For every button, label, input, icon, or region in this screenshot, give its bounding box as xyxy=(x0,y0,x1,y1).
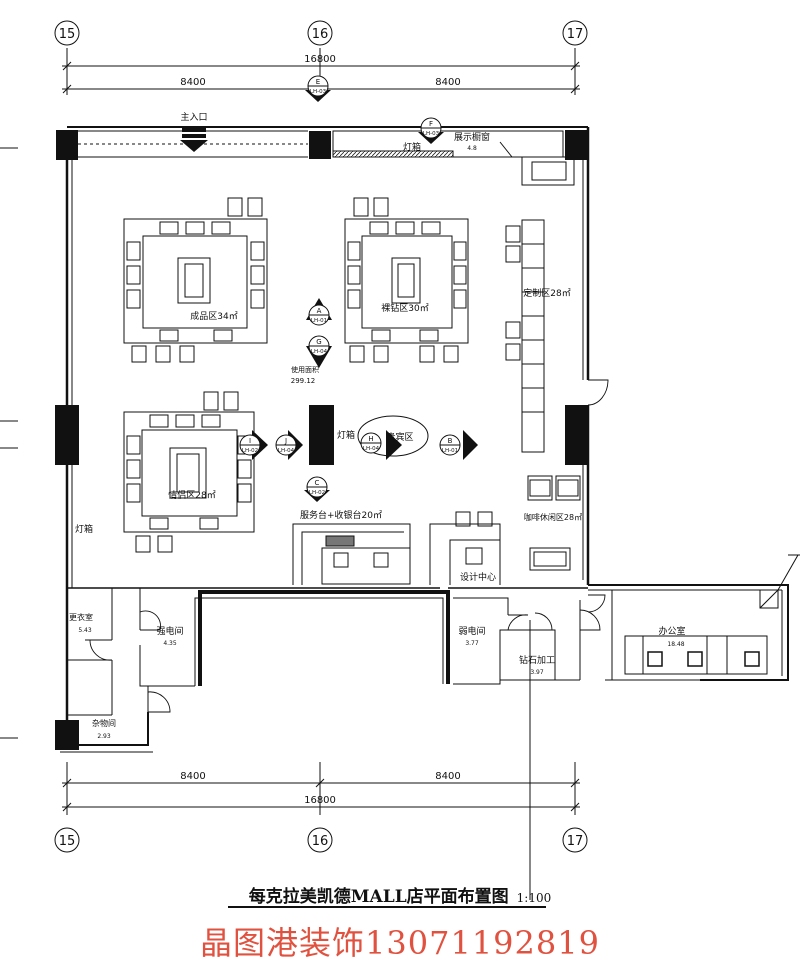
svg-text:LH-02: LH-02 xyxy=(242,448,258,454)
top-bay-dimension-left: 8400 xyxy=(180,77,205,88)
changing-room-area: 5.43 xyxy=(78,627,92,634)
svg-text:LH-01: LH-01 xyxy=(311,318,327,324)
usable-area-value: 299.12 xyxy=(291,377,316,385)
drawing-title-text: 每克拉美凯德MALL店平面布置图 xyxy=(248,887,509,907)
marker-e: E LH-03 xyxy=(305,75,331,102)
diamond-area-counters xyxy=(344,197,469,363)
watermark: 晶图港装饰13071192819 xyxy=(200,924,600,962)
grid-label: 16 xyxy=(312,27,329,42)
grid-label: 17 xyxy=(567,27,584,42)
grid-bubble-bottom-15: 15 xyxy=(54,827,80,853)
office-furniture xyxy=(624,554,800,675)
finished-area-label: 成品区34㎡ xyxy=(190,310,237,322)
door-swings xyxy=(89,379,609,713)
strong-power-room-area: 4.35 xyxy=(163,640,177,647)
service-desk-label: 服务台+收银台20㎡ xyxy=(300,509,382,521)
main-entrance-label: 主入口 xyxy=(180,111,207,123)
svg-text:C: C xyxy=(315,479,320,487)
title-underline xyxy=(228,906,546,908)
marker-i: I LH-02 xyxy=(239,430,268,460)
wedding-area-label: 情侣区28㎡ xyxy=(168,489,215,501)
svg-text:I: I xyxy=(249,437,251,445)
svg-text:LH-03: LH-03 xyxy=(423,131,440,137)
custom-area-label: 定制区28㎡ xyxy=(523,287,570,299)
top-bay-dimension-right: 8400 xyxy=(435,77,460,88)
light-box-top-label: 灯箱 xyxy=(403,141,421,153)
weak-power-room-label: 弱电间 xyxy=(458,625,485,637)
marker-a: A LH-01 xyxy=(306,298,332,326)
svg-text:G: G xyxy=(316,338,321,346)
design-center-label: 设计中心 xyxy=(460,571,496,583)
weak-power-room-area: 3.77 xyxy=(465,640,479,647)
svg-text:A: A xyxy=(317,307,322,315)
grid-label: 15 xyxy=(59,27,76,42)
diamond-area-label: 裸钻区30㎡ xyxy=(381,302,428,314)
marker-b: B LH-01 xyxy=(439,430,478,460)
office-area: 18.48 xyxy=(667,641,684,648)
display-window-label: 展示橱窗 xyxy=(454,131,490,143)
grid-bubble-top-17: 17 xyxy=(562,20,588,46)
drawing-scale: 1:100 xyxy=(516,891,552,905)
bottom-total-dimension: 16800 xyxy=(304,795,336,806)
bottom-bay-dimension-right: 8400 xyxy=(435,771,460,782)
storage-room-area: 2.93 xyxy=(97,733,111,740)
marker-c: C LH-02 xyxy=(304,476,330,502)
svg-text:LH-03: LH-03 xyxy=(310,89,327,95)
display-window-area: 4.8 xyxy=(467,145,477,152)
design-center-furniture xyxy=(429,511,501,585)
vip-table xyxy=(357,415,429,457)
drawing-title: 每克拉美凯德MALL店平面布置图 1:100 xyxy=(0,882,800,908)
marker-f: F LH-03 xyxy=(418,117,444,144)
bottom-bay-dimension-left: 8400 xyxy=(180,771,205,782)
cafe-area-label: 咖啡休闲区28㎡ xyxy=(524,512,582,522)
svg-text:B: B xyxy=(448,437,453,445)
grid-bubble-bottom-17: 17 xyxy=(562,827,588,853)
svg-text:LH-01: LH-01 xyxy=(442,448,458,454)
vip-area-label: 贵宾区 xyxy=(386,431,413,443)
inner-partitions xyxy=(67,587,588,900)
bottom-dimension-lines xyxy=(62,762,580,815)
strong-power-room-label: 强电间 xyxy=(156,625,183,637)
custom-area-counters xyxy=(499,141,575,453)
changing-room-label: 更衣室 xyxy=(69,612,93,622)
svg-text:E: E xyxy=(316,78,320,86)
storage-room-label: 杂物间 xyxy=(92,718,116,728)
usable-area-label: 使用面积 xyxy=(291,365,319,374)
svg-text:J: J xyxy=(284,437,287,445)
grid-bubble-bottom-16: 16 xyxy=(307,827,333,853)
grid-label: 16 xyxy=(312,834,329,849)
light-box-left-label: 灯箱 xyxy=(75,523,93,535)
grid-bubble-top-15: 15 xyxy=(54,20,80,46)
grid-bubble-top-16: 16 xyxy=(307,20,333,46)
jewelry-processing-label: 钻石加工 xyxy=(519,654,555,666)
svg-text:H: H xyxy=(368,435,373,443)
marker-h: H LH-04 xyxy=(360,430,402,460)
outer-walls xyxy=(60,126,789,753)
left-edge-ticks xyxy=(0,147,18,739)
grid-label: 17 xyxy=(567,834,584,849)
room-labels: 主入口 灯箱 展示橱窗 4.8 成品区34㎡ 裸钻区30㎡ 定制区28㎡ 使用面… xyxy=(69,111,686,740)
svg-text:LH-02: LH-02 xyxy=(309,490,325,496)
entrance-arrow-icon xyxy=(180,128,208,152)
finished-area-counters xyxy=(123,197,268,363)
svg-text:LH-04: LH-04 xyxy=(278,448,295,454)
svg-text:LH-04: LH-04 xyxy=(363,446,380,452)
structural-columns xyxy=(55,130,587,750)
grid-label: 15 xyxy=(59,834,76,849)
marker-j: J LH-04 xyxy=(275,430,303,460)
service-desk xyxy=(292,523,411,585)
svg-text:LH-04: LH-04 xyxy=(311,349,328,355)
light-box-mid-label: 灯箱 xyxy=(337,429,355,441)
top-total-dimension: 16800 xyxy=(304,54,336,65)
wedding-area-counters xyxy=(123,391,255,553)
office-label: 办公室 xyxy=(658,625,685,637)
svg-text:F: F xyxy=(429,120,433,128)
cafe-seating xyxy=(527,475,581,571)
jewelry-processing-area: 3.97 xyxy=(530,669,544,676)
marker-g: G LH-04 xyxy=(306,335,332,368)
